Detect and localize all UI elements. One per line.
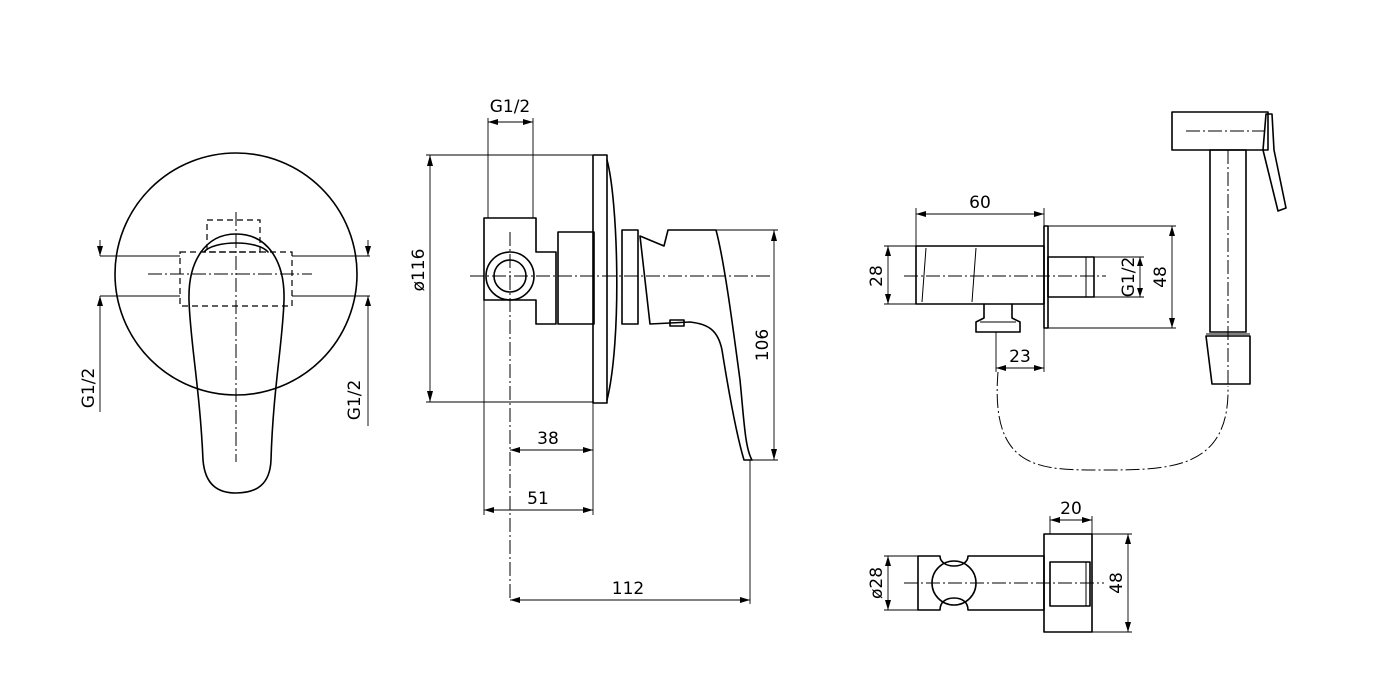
elbow-outlet: [975, 303, 1021, 333]
holder-boss: [1049, 561, 1091, 607]
hidden-valve-top: [206, 219, 261, 253]
elbow-thread: [1047, 256, 1095, 298]
elbow-body: [915, 245, 1045, 305]
dim-elbow-width: 60: [969, 193, 991, 213]
handle-screw: [669, 319, 685, 327]
hose: [996, 371, 1229, 471]
dim-holder-depth: 20: [1060, 499, 1082, 519]
shower-holder: 20 ø28 48: [867, 499, 1132, 633]
side-view: ø116 G1/2 38 51 106 112: [409, 97, 778, 604]
shower-grip: [1205, 335, 1251, 385]
wall-elbow: 60 28 G1/2 48 23: [867, 193, 1229, 471]
dim-plate-diameter: ø116: [409, 249, 429, 292]
handle-profile: [639, 229, 753, 461]
plate-bevel: [606, 159, 618, 401]
elbow-bevel: [921, 247, 977, 303]
dim-total-depth: 112: [612, 579, 644, 599]
dim-holder-ring: ø28: [867, 567, 887, 599]
cartridge-nut: [621, 229, 639, 325]
dim-holder-flange: 48: [1107, 572, 1127, 594]
mixer-handle: [188, 233, 285, 494]
hand-shower: [1171, 111, 1287, 385]
shower-trigger: [1262, 113, 1287, 212]
wall-plate: [592, 154, 608, 404]
dim-elbow-flange: 48: [1151, 266, 1171, 288]
dim-handle-height: 106: [753, 329, 773, 361]
front-view: G1/2 G1/2: [79, 152, 371, 494]
dim-elbow-thread: G1/2: [1119, 257, 1139, 298]
dim-elbow-outlet: 23: [1009, 347, 1031, 367]
dim-inlet-front-right: G1/2: [345, 380, 365, 421]
dim-inlet-top: G1/2: [490, 97, 531, 117]
dim-elbow-height: 28: [867, 265, 887, 287]
cartridge: [557, 231, 595, 325]
valve-body: [483, 217, 557, 325]
dim-depth-51: 51: [527, 489, 549, 509]
dim-inlet-front-left: G1/2: [79, 368, 99, 409]
dim-depth-38: 38: [537, 429, 559, 449]
